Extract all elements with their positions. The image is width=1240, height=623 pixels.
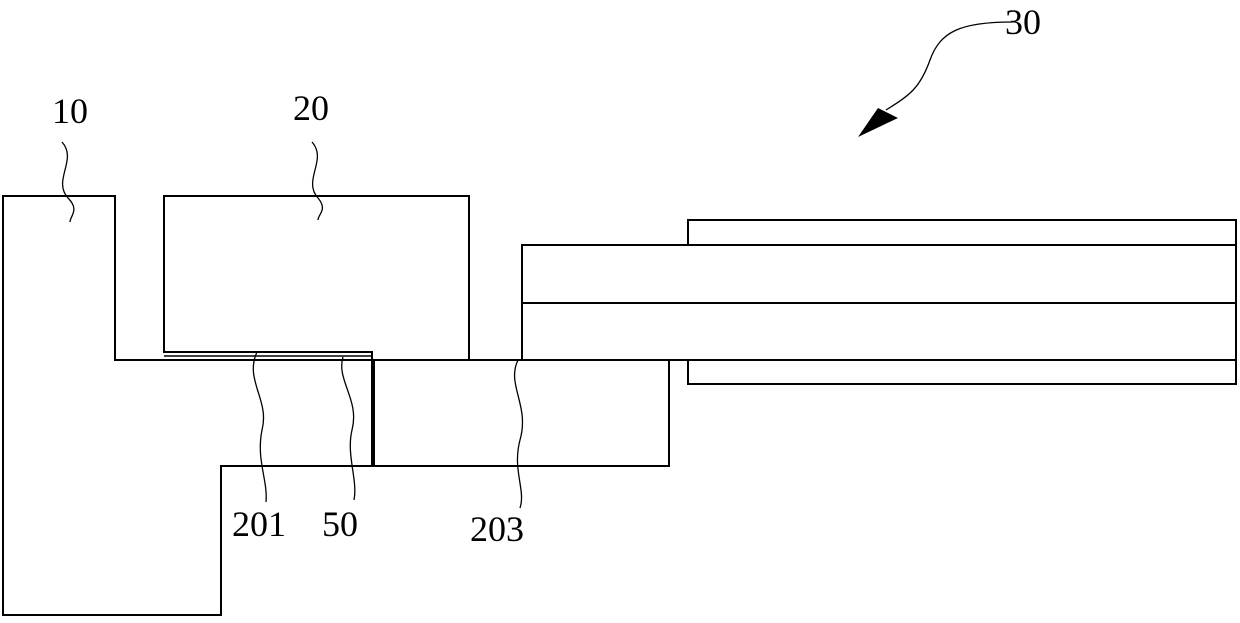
leader-203	[515, 360, 523, 508]
part-20-block	[164, 196, 469, 466]
leader-10	[62, 142, 74, 222]
leader-201	[253, 352, 266, 502]
leader-50	[342, 357, 355, 500]
label-20: 20	[293, 88, 329, 128]
leader-20	[312, 142, 322, 220]
label-203: 203	[470, 509, 524, 549]
label-30: 30	[1005, 2, 1041, 42]
label-50: 50	[322, 504, 358, 544]
label-10: 10	[52, 91, 88, 131]
label-201: 201	[232, 504, 286, 544]
arrow-30-icon	[858, 108, 898, 137]
leader-30	[886, 22, 1012, 110]
